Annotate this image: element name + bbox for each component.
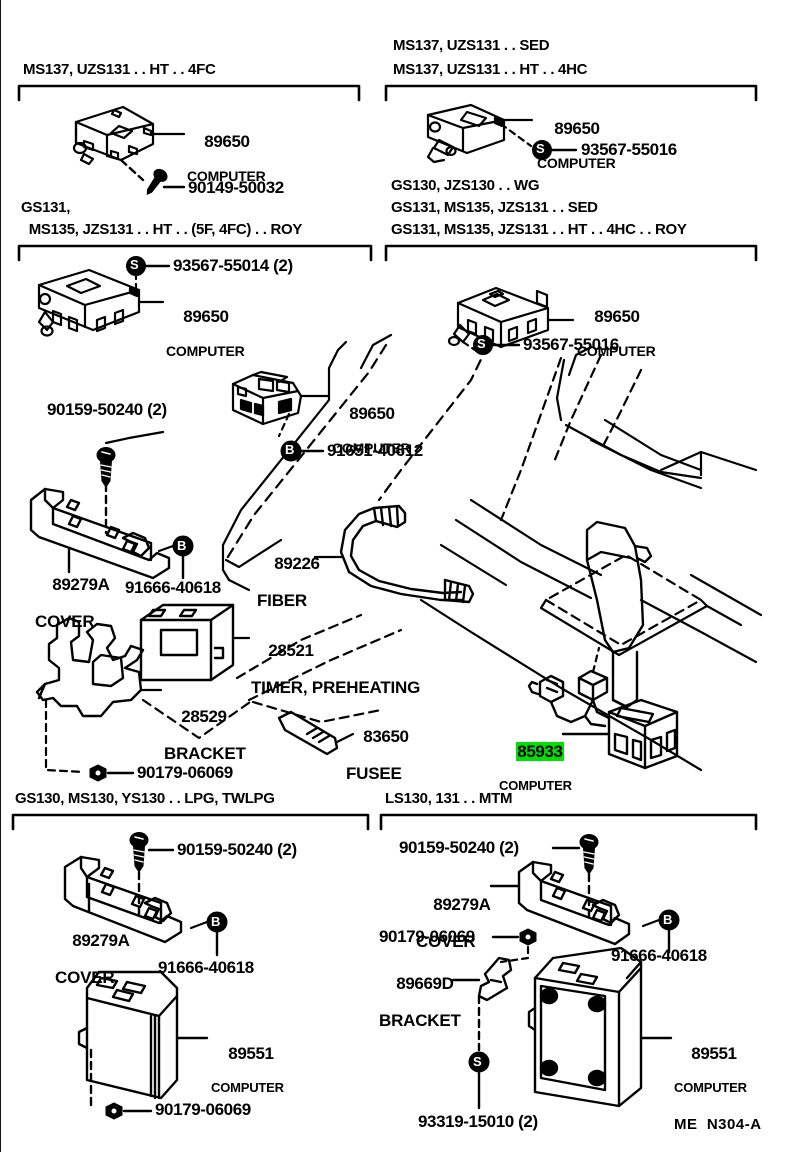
callout-91651-40612: 91651-40612 [327, 441, 423, 460]
callout-89279A-bottom-left: 89279A COVER [55, 912, 130, 1025]
callout-28529-bracket: 28529 BRACKET [164, 688, 246, 801]
sheet-code: ME N304-A [674, 1116, 762, 1133]
group-heading-mid-left-line1: GS131, [21, 199, 71, 216]
part-name: COMPUTER [187, 168, 266, 185]
callout-90149-50032: 90149-50032 [188, 178, 284, 197]
part-number: 83650 [363, 727, 409, 747]
callout-93567-55014: 93567-55014 (2) [173, 256, 293, 275]
callout-89650-mid-right: 89650 COMPUTER [577, 288, 656, 398]
group-heading-top-right-line1: MS137, UZS131 . . SED [393, 37, 550, 54]
callout-85933-computer: 85933 COMPUTER [499, 723, 572, 832]
callout-28521-timer: 28521 TIMER, PREHEATING [251, 622, 420, 735]
part-number-highlighted: 85933 [516, 742, 564, 762]
callout-90179-06069-bottom-left: 90179-06069 [155, 1100, 251, 1119]
callout-83650-fusee: 83650 FUSEE [346, 708, 409, 821]
callout-89650-top-right: 89650 COMPUTER [537, 100, 616, 210]
part-name: BRACKET [164, 744, 246, 764]
callout-91666-40618-bottom-left: 91666-40618 [158, 958, 254, 977]
callout-89650-main: 89650 COMPUTER [332, 385, 411, 495]
part-name: COVER [416, 932, 476, 952]
callout-90159-50240-bottom-left: 90159-50240 (2) [177, 840, 297, 859]
part-name: COVER [55, 968, 115, 988]
callout-89669D-bracket: 89669D BRACKET [379, 955, 461, 1068]
group-heading-mid-left-line2: MS135, JZS131 . . HT . . (5F, 4FC) . . R… [21, 221, 303, 238]
group-heading-mid-right-line1: GS130, JZS130 . . WG [391, 177, 540, 194]
callout-90159-50240-bottom-right: 90159-50240 (2) [399, 838, 519, 857]
callout-90179-06069-main: 90179-06069 [137, 763, 233, 782]
group-heading-mid-right-line3: GS131, MS135, JZS131 . . HT . . 4HC . . … [391, 221, 687, 238]
part-number: 89226 [274, 554, 320, 574]
callout-93567-55016-mid-right: 93567-55016 [523, 335, 619, 354]
marker-b-91651: B [285, 442, 295, 457]
part-number: 89650 [349, 404, 395, 424]
part-name: TIMER, PREHEATING [251, 678, 421, 698]
part-number: 89279A [72, 931, 130, 951]
callout-89226-fiber: 89226 FIBER [257, 535, 320, 648]
marker-s-mid-left: S [130, 257, 139, 272]
callout-91666-40618-main: 91666-40618 [125, 578, 221, 597]
callout-89650-top-left: 89650 COMPUTER [187, 113, 266, 223]
group-heading-bottom-right: LS130, 131 . . MTM [385, 790, 513, 807]
part-number: 89650 [204, 132, 250, 152]
marker-s-top-right: S [536, 141, 545, 156]
group-heading-top-right-line2: MS137, UZS131 . . HT . . 4HC [393, 61, 588, 78]
part-number: 89551 [691, 1044, 737, 1064]
callout-91666-40618-bottom-right: 91666-40618 [611, 946, 707, 965]
part-name: FIBER [257, 591, 308, 611]
group-heading-top-left: MS137, UZS131 . . HT . . 4FC [23, 61, 216, 78]
marker-b-bottom-left: B [211, 914, 221, 929]
part-name: COMPUTER [332, 440, 411, 457]
group-heading-bottom-left: GS130, MS130, YS130 . . LPG, TWLPG [15, 790, 275, 807]
marker-b-bottom-right: B [663, 912, 673, 927]
callout-89551-bottom-right: 89551 COMPUTER [674, 1025, 747, 1134]
part-name: COMPUTER [674, 1080, 747, 1096]
part-name: COMPUTER [499, 778, 572, 794]
part-number: 89650 [594, 307, 640, 327]
part-number: 89669D [396, 974, 454, 994]
part-number: 89279A [433, 895, 491, 915]
part-name: COVER [35, 612, 95, 632]
part-number: 28529 [181, 707, 227, 727]
callout-93567-55016-top-right: 93567-55016 [581, 140, 677, 159]
marker-s-mid-right: S [477, 336, 486, 351]
part-name: COMPUTER [166, 343, 245, 360]
group-heading-mid-right-line2: GS131, MS135, JZS131 . . SED [391, 199, 598, 216]
part-number: 89279A [52, 575, 110, 595]
callout-89551-bottom-left: 89551 COMPUTER [211, 1025, 284, 1134]
part-name: COMPUTER [577, 343, 656, 360]
callout-90179-06069-bottom-right: 90179-06069 [379, 927, 475, 946]
marker-b-91666-main: B [177, 538, 187, 553]
callout-90159-50240-main: 90159-50240 (2) [47, 400, 167, 419]
part-name: BRACKET [379, 1011, 461, 1031]
part-number: 89650 [554, 119, 600, 139]
callout-93319-15010: 93319-15010 (2) [418, 1112, 538, 1131]
callout-89279A-bottom-right: 89279A COVER [416, 876, 491, 989]
part-number: 28521 [268, 641, 314, 661]
marker-s-93319: S [473, 1054, 482, 1069]
callout-89279A-main: 89279A COVER [35, 556, 110, 669]
part-name: COMPUTER [211, 1080, 284, 1096]
part-name: COMPUTER [537, 155, 616, 172]
part-name: FUSEE [346, 764, 402, 784]
part-number: 89650 [183, 307, 229, 327]
callout-89650-mid-left: 89650 COMPUTER [166, 288, 245, 398]
part-number: 89551 [228, 1044, 274, 1064]
